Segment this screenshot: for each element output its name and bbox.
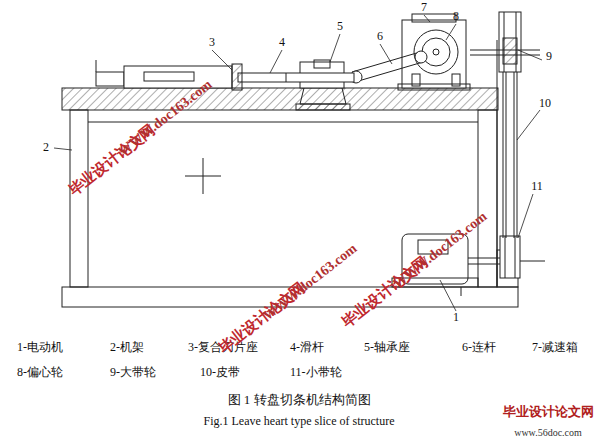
part-name: 8-偏心轮	[17, 366, 63, 379]
callout-number: 10	[539, 97, 551, 110]
part-name: 9-大带轮	[110, 366, 156, 379]
part-name: 10-皮带	[200, 366, 240, 379]
callout-number: 4	[279, 36, 285, 49]
part-name: 11-小带轮	[290, 366, 342, 379]
caption: 图 1 转盘切条机结构简图	[228, 393, 371, 407]
callout-number: 7	[421, 1, 427, 14]
part-name: 4-滑杆	[290, 341, 324, 354]
part-name: 2-机架	[110, 341, 144, 354]
callout-number: 6	[377, 30, 383, 43]
part-name: 6-连杆	[462, 341, 496, 354]
watermark: WWW.doc163.com	[260, 241, 360, 324]
callout-number: 1	[453, 311, 459, 324]
watermark: 毕业设计论文网	[503, 405, 594, 419]
callout-number: 3	[209, 36, 215, 49]
callout-number: 2	[43, 141, 49, 154]
callout-number: 11	[531, 180, 543, 193]
callout-number: 5	[337, 20, 343, 33]
callout-number: 9	[546, 50, 552, 63]
watermark: www.56doc.com	[514, 427, 582, 438]
callout-number: 8	[453, 10, 459, 23]
part-name: 5-轴承座	[364, 341, 410, 354]
caption-english: Fig.1 Leave heart type slice of structur…	[204, 415, 395, 428]
part-name: 1-电动机	[17, 341, 63, 354]
part-name: 7-减速箱	[532, 341, 578, 354]
